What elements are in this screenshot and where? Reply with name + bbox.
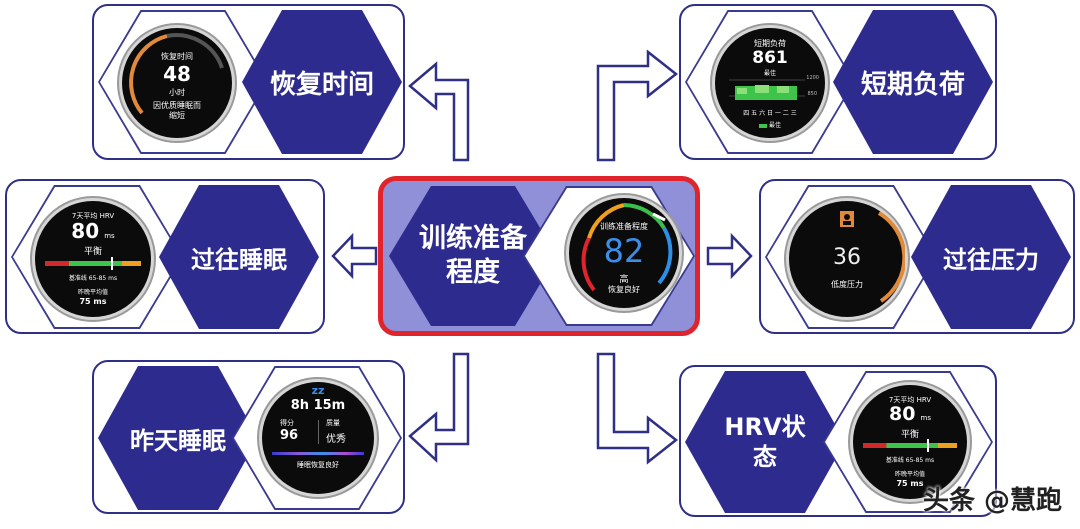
past-stress-title: 过往压力 (943, 245, 1039, 274)
hrv-status-marker (927, 439, 929, 452)
sleep-quality-block: 质量 优秀 (326, 418, 360, 445)
sleep-stages-bar (272, 452, 364, 455)
recovery-label: 恢复时间 (161, 52, 193, 61)
hrv-status-card: HRV状 态 7天平均 HRV 80 ms 平衡 基准线 65-85 ms 昨晚… (679, 365, 997, 517)
sleep-duration: 8h 15m (290, 398, 346, 413)
sleep-divider (318, 420, 319, 444)
past-sleep-hrv-value: 80 (71, 219, 100, 243)
stress-label: 低度压力 (831, 280, 863, 289)
recovery-gauge-ring (129, 33, 224, 115)
arrow-to-last-sleep (408, 352, 470, 463)
past-sleep-hrv-value-row: 80 ms (35, 219, 151, 243)
readiness-watch: 训练准备程度 82 高 恢复良好 (569, 198, 679, 308)
readiness-status: 恢复良好 (608, 285, 640, 294)
last-sleep-title: 昨天睡眠 (130, 426, 226, 455)
acute-tick-high: 1200 (806, 75, 819, 81)
readiness-level: 高 (619, 275, 629, 285)
sleep-watch: zz 8h 15m 得分 96 质量 优秀 睡眠恢复良好 (262, 382, 374, 494)
past-sleep-hrv-lastnight-value: 75 ms (79, 297, 107, 306)
recovery-value: 48 (163, 62, 191, 86)
hrv-status-baseline: 基准线 65-85 ms (885, 457, 935, 464)
recovery-unit: 小时 (169, 88, 185, 97)
acute-load-chart (729, 79, 805, 100)
past-sleep-hrv-marker (111, 257, 113, 270)
acute-label: 短期负荷 (754, 39, 786, 48)
center-title: 训练准备 程度 (419, 223, 527, 288)
readiness-label: 训练准备程度 (600, 222, 648, 231)
last-sleep-card: 昨天睡眠 zz 8h 15m 得分 96 质量 优秀 睡眠恢复良好 (92, 360, 405, 514)
acute-days: 四 五 六 日 一 二 三 (743, 110, 797, 117)
past-sleep-hrv-bar (45, 261, 141, 266)
acute-title: 短期负荷 (860, 69, 965, 100)
arrow-to-hrv-status (596, 352, 679, 465)
hrv-status-value: 80 (888, 403, 916, 425)
hrv-status-lastnight-label: 昨晚平均值 (894, 471, 925, 478)
recovery-title-hex: 恢复时间 (242, 10, 402, 154)
sleep-quality: 优秀 (326, 434, 346, 445)
sleep-quality-label: 质量 (326, 419, 340, 427)
sleep-score-block: 得分 96 (280, 418, 314, 443)
hrv-status-status: 平衡 (900, 430, 919, 440)
hrv-status-title: HRV状 态 (724, 413, 806, 471)
recovery-title: 恢复时间 (269, 69, 374, 100)
arrow-to-acute-load (596, 49, 679, 162)
past-sleep-hrv-unit: ms (104, 232, 115, 240)
acute-title-hex: 短期负荷 (833, 10, 993, 154)
stress-value: 36 (833, 245, 861, 270)
past-stress-title-hex: 过往压力 (911, 185, 1071, 329)
acute-sub: 最佳 (763, 70, 776, 77)
acute-legend: 最佳 (715, 120, 825, 129)
past-sleep-hrv-label: 7天平均 HRV (71, 212, 115, 220)
watermark: 头条 @慧跑 (922, 486, 1062, 516)
past-sleep-card: 过往睡眠 7天平均 HRV 80 ms 平衡 基准线 65-85 ms 昨晚平均… (5, 179, 325, 334)
arrow-to-recovery-time (408, 61, 470, 162)
acute-legend-label: 最佳 (768, 122, 781, 129)
past-sleep-title-hex: 过往睡眠 (159, 185, 319, 329)
hrv-status-label: 7天平均 HRV (888, 396, 932, 404)
hrv-status-bar (863, 443, 957, 448)
center-card: 训练准备 程度 训练准备程度 82 高 恢复良好 (378, 176, 700, 336)
stress-gauge-ring (877, 211, 905, 303)
sleep-score: 96 (280, 428, 299, 443)
acute-value: 861 (752, 48, 788, 68)
hrv-status-value-row: 80 ms (853, 403, 967, 425)
hrv-status-lastnight-value: 75 ms (896, 479, 924, 488)
past-sleep-hrv-watch: 7天平均 HRV 80 ms 平衡 基准线 65-85 ms 昨晚平均值 75 … (35, 201, 151, 317)
sleep-zz-icon: zz (311, 384, 325, 397)
past-sleep-title: 过往睡眠 (191, 245, 287, 274)
arrow-to-past-stress (706, 232, 753, 280)
stress-watch: 36 低度压力 (789, 201, 905, 317)
acute-tick-low: 850 (807, 91, 817, 97)
arrow-to-past-sleep (331, 232, 378, 280)
past-sleep-hrv-lastnight-label: 昨晚平均值 (77, 289, 108, 296)
sleep-status: 睡眠恢复良好 (297, 461, 339, 469)
hrv-status-unit: ms (920, 414, 931, 422)
recovery-watch: 恢复时间 48 小时 因优质睡眠而 缩短 (122, 28, 232, 138)
readiness-gauge-ring (581, 203, 673, 292)
recovery-time-card: 恢复时间 恢复时间 48 小时 因优质睡眠而 缩短 (92, 4, 405, 160)
person-icon (840, 211, 854, 227)
legend-swatch (759, 123, 768, 128)
readiness-value: 82 (603, 232, 645, 270)
past-sleep-hrv-baseline: 基准线 65-85 ms (68, 275, 118, 282)
hrv-status-title-hex: HRV状 态 (685, 371, 845, 513)
recovery-note: 因优质睡眠而 缩短 (153, 101, 201, 120)
sleep-score-label: 得分 (280, 419, 294, 427)
past-sleep-hrv-status: 平衡 (83, 247, 102, 257)
acute-load-card: 短期负荷 短期负荷 861 最佳 1200 850 四 五 六 日 一 二 三 … (679, 4, 997, 160)
hrv-status-watch: 7天平均 HRV 80 ms 平衡 基准线 65-85 ms 昨晚平均值 75 … (853, 385, 967, 499)
past-stress-card: 过往压力 36 低度压力 (759, 179, 1075, 334)
acute-load-watch: 短期负荷 861 最佳 1200 850 四 五 六 日 一 二 三 最佳 (715, 28, 825, 138)
